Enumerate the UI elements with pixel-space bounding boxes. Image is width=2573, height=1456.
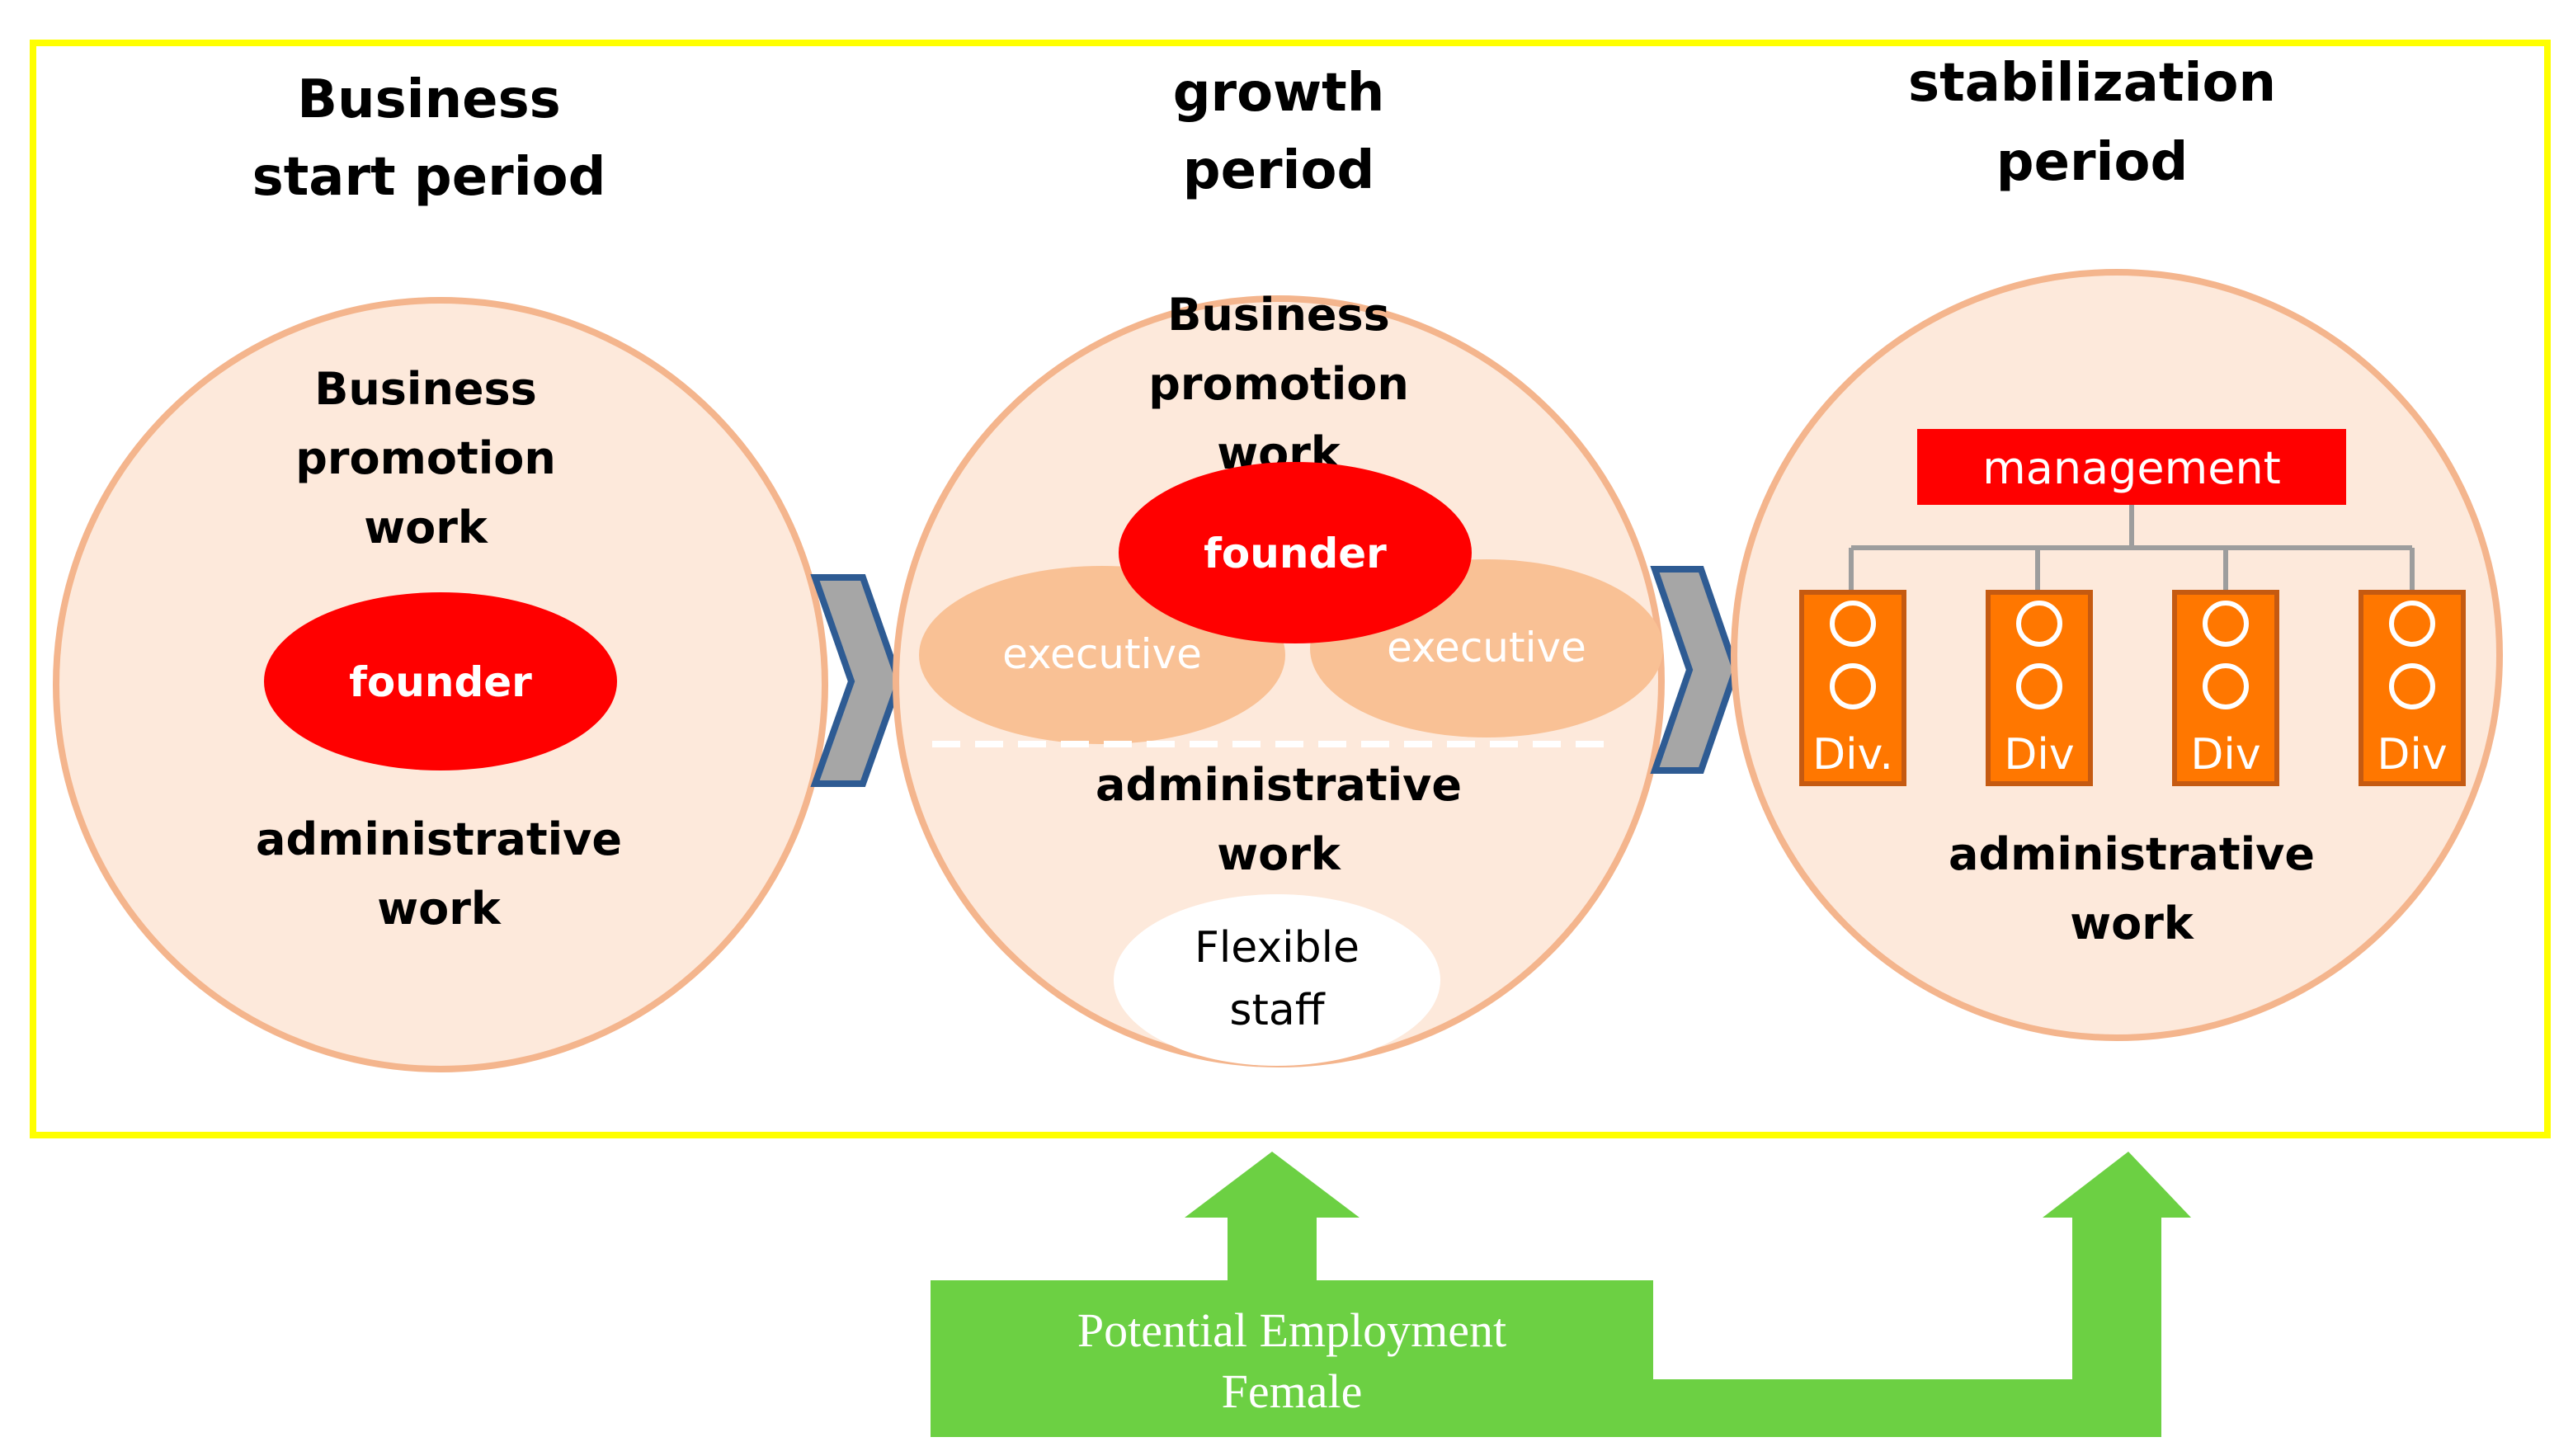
start-founder-label: founder (349, 658, 532, 706)
growth-promotion-line2: promotion (1148, 358, 1409, 410)
management-box (1917, 429, 2346, 505)
start-promotion-line1: Business (314, 363, 537, 415)
employment-label-line2: Female (1222, 1364, 1363, 1418)
circle-icon (2203, 663, 2249, 709)
division-label: Div (2377, 730, 2447, 780)
growth-admin-line2: work (1217, 828, 1341, 880)
circle-icon (2016, 601, 2062, 647)
chevron-icon (1650, 566, 1740, 774)
circle-icon (2389, 601, 2435, 647)
stabilization-admin-line2: work (2070, 898, 2194, 949)
stage-title-start-line2: start period (252, 147, 606, 208)
growth-flexible-line1: Flexible (1195, 923, 1360, 973)
org-connectors (1849, 505, 2415, 592)
start-admin-line2: work (377, 883, 502, 935)
growth-founder-ellipse (1119, 462, 1472, 643)
circle-icon (2016, 663, 2062, 709)
management-label: management (1982, 442, 2281, 494)
start-promotion-line3: work (364, 502, 488, 554)
growth-flexible-staff-ellipse (1114, 894, 1440, 1066)
division-label: Div. (1812, 730, 1893, 780)
employment-label-line1: Potential Employment (1077, 1303, 1506, 1357)
circle-icon (2389, 663, 2435, 709)
division-box: Div (2172, 590, 2279, 786)
stabilization-admin-line1: administrative (1949, 828, 2315, 880)
chevron-icon (810, 574, 903, 787)
division-box: Div. (1799, 590, 1906, 786)
stage-title-stabilization-line1: stabilization (1908, 53, 2276, 114)
circle-icon (1830, 601, 1876, 647)
growth-promotion-line1: Business (1167, 289, 1390, 341)
division-label: Div (2004, 730, 2074, 780)
growth-flexible-line2: staff (1229, 986, 1325, 1035)
start-promotion-line2: promotion (295, 432, 556, 484)
growth-executive-right-label: executive (1387, 624, 1586, 671)
growth-executive-left-label: executive (1002, 630, 1202, 678)
start-founder-ellipse (264, 592, 617, 770)
circle-icon (2203, 601, 2249, 647)
start-admin-line1: administrative (256, 813, 622, 865)
stage-title-stabilization-line2: period (1996, 132, 2189, 193)
outer-frame (30, 40, 2551, 1138)
stage-title-growth-line1: growth (1173, 63, 1385, 124)
circle-icon (1830, 663, 1876, 709)
division-box: Div (1986, 590, 2093, 786)
stage-title-start-line1: Business (297, 69, 561, 130)
stage-title-growth-line2: period (1183, 140, 1375, 201)
employment-arrow-icon (931, 1152, 2191, 1437)
division-box: Div (2359, 590, 2466, 786)
growth-founder-label: founder (1204, 530, 1387, 577)
growth-admin-line1: administrative (1096, 759, 1462, 811)
division-label: Div (2190, 730, 2260, 780)
